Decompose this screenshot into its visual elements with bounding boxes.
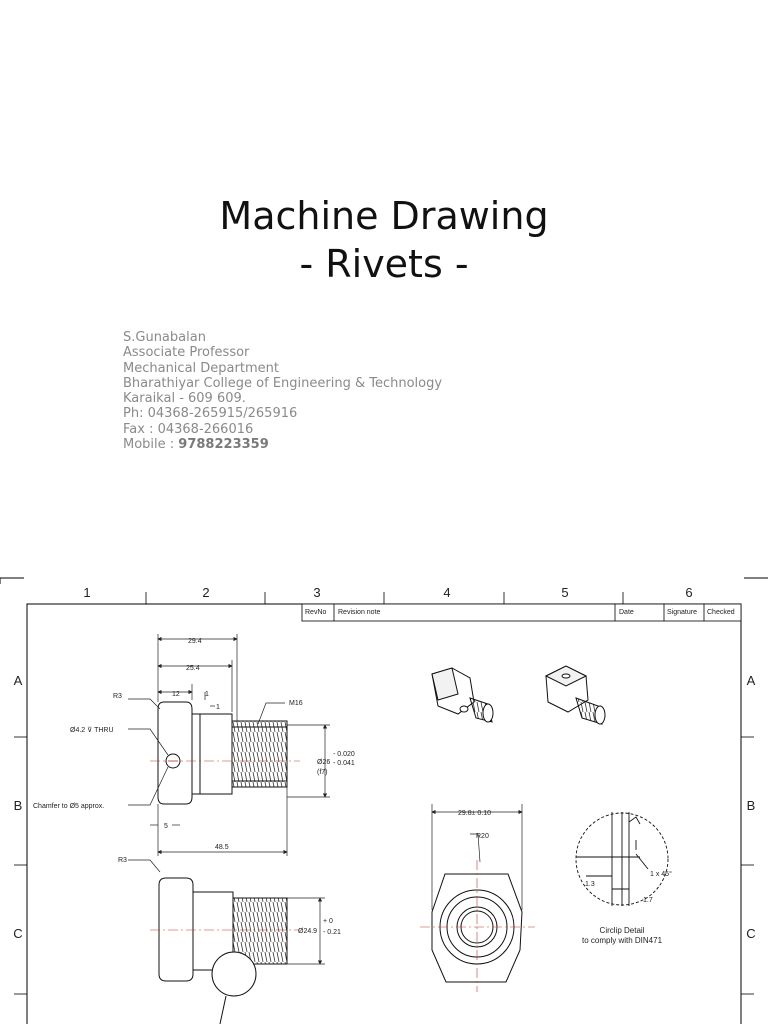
signature-label: Signature <box>667 609 697 616</box>
dim-1-x-45: 1 x 45° <box>650 870 672 878</box>
isometric-view-1 <box>431 667 494 723</box>
row-label-b-left: B <box>14 798 23 813</box>
col-label-3: 3 <box>313 585 320 600</box>
revision-block: RevNo Revision note Date Signature Check… <box>301 603 742 622</box>
front-view-dimension-text: 29.4 25.4 12 1 1 R3 Ø4.2 ⊽ THRU M16 Ø26 … <box>33 638 355 851</box>
dim-chamfer: Chamfer to Ø5 approx. <box>33 803 104 810</box>
isometric-view-2 <box>544 665 606 725</box>
author-college: Bharathiyar College of Engineering & Tec… <box>123 375 443 391</box>
row-label-a-left: A <box>14 673 23 688</box>
section-view-dimension-text: R3 Ø24.9 + 0 - 0.21 <box>118 857 341 936</box>
dim-25-4: 25.4 <box>186 665 200 672</box>
dim-r3-bottom: R3 <box>118 857 127 864</box>
circlip-caption-2: to comply with DIN471 <box>582 936 663 945</box>
frame-corner-marks <box>0 577 768 584</box>
col-label-4: 4 <box>443 585 450 600</box>
author-address: Karaikal - 609 609. <box>123 391 246 407</box>
rivet-front-view <box>157 701 288 805</box>
dim-12: 12 <box>172 691 180 698</box>
end-view-dimensions <box>431 804 523 910</box>
engineering-drawing: 1 2 3 4 5 6 A B C A B C RevNo Revision n… <box>0 572 768 1024</box>
dim-tol-a: - 0.020 <box>333 751 355 758</box>
author-fax: Fax : 04368-266016 <box>123 421 254 437</box>
col-label-2: 2 <box>202 585 209 600</box>
dim-tol-d: - 0.21 <box>323 929 341 936</box>
circlip-detail <box>575 812 669 906</box>
dim-thread: M16 <box>289 700 303 707</box>
col-label-1: 1 <box>83 585 90 600</box>
dim-tol-b: - 0.041 <box>333 760 355 767</box>
slide-title: Machine Drawing - Rivets - <box>0 192 768 288</box>
dim-5: 5 <box>164 823 168 830</box>
dim-r3-top: R3 <box>113 693 122 700</box>
author-name: S.Gunabalan <box>123 330 206 345</box>
author-position: Associate Professor <box>123 345 250 361</box>
date-label: Date <box>619 609 634 616</box>
row-zone-ticks <box>14 736 754 995</box>
title-line-2: - Rivets - <box>299 242 469 286</box>
end-view-centerlines <box>420 860 535 992</box>
drawing-border <box>26 603 742 1024</box>
dim-29-4: 29.4 <box>188 638 202 645</box>
dim-r20: R20 <box>476 833 489 840</box>
mobile-label: Mobile : <box>123 437 179 453</box>
dim-fit: (f7) <box>317 769 328 776</box>
dim-dia24-9: Ø24.9 <box>298 928 317 935</box>
column-labels: 1 2 3 4 5 6 <box>83 585 692 600</box>
dim-1a: 1 <box>205 691 209 698</box>
author-info: S.Gunabalan Associate Professor Mechanic… <box>123 330 442 452</box>
dim-1-3: 1.3 <box>585 881 595 888</box>
front-view-dimensions <box>128 634 330 856</box>
checked-label: Checked <box>707 609 735 616</box>
row-label-b-right: B <box>747 798 756 813</box>
dim-48-5: 48.5 <box>215 844 229 851</box>
dim-1b: 1 <box>216 704 220 711</box>
mobile-number: 9788223359 <box>178 437 269 453</box>
dim-dia26: Ø26 <box>317 759 330 766</box>
title-line-1: Machine Drawing <box>219 194 549 238</box>
dim-hole: Ø4.2 ⊽ THRU <box>70 726 114 734</box>
rivet-section-view <box>158 877 288 1024</box>
row-label-c-right: C <box>746 926 755 941</box>
dim-29-8: 29.8± 0.10 <box>458 810 491 817</box>
author-mobile: Mobile : 9788223359 <box>123 437 442 452</box>
circlip-detail-text: 1 x 45° 1.3 1.7 Circlip Detail to comply… <box>582 870 672 945</box>
dim-tol-c: + 0 <box>323 918 333 925</box>
row-labels: A B C A B C <box>13 673 755 941</box>
dim-1-7: 1.7 <box>643 897 653 904</box>
section-view-dimensions <box>128 859 325 965</box>
row-label-c-left: C <box>13 926 22 941</box>
circlip-caption-1: Circlip Detail <box>600 926 645 935</box>
revision-note-label: Revision note <box>338 609 381 616</box>
col-label-5: 5 <box>561 585 568 600</box>
author-phone: Ph: 04368-265915/265916 <box>123 406 298 422</box>
end-view-dimension-text: 29.8± 0.10 R20 <box>458 810 491 840</box>
rev-no-label: RevNo <box>305 609 327 616</box>
column-zone-ticks <box>145 592 624 604</box>
author-department: Mechanical Department <box>123 360 279 376</box>
row-label-a-right: A <box>747 673 756 688</box>
col-label-6: 6 <box>685 585 692 600</box>
drawing-canvas: 1 2 3 4 5 6 A B C A B C RevNo Revision n… <box>0 577 768 1024</box>
